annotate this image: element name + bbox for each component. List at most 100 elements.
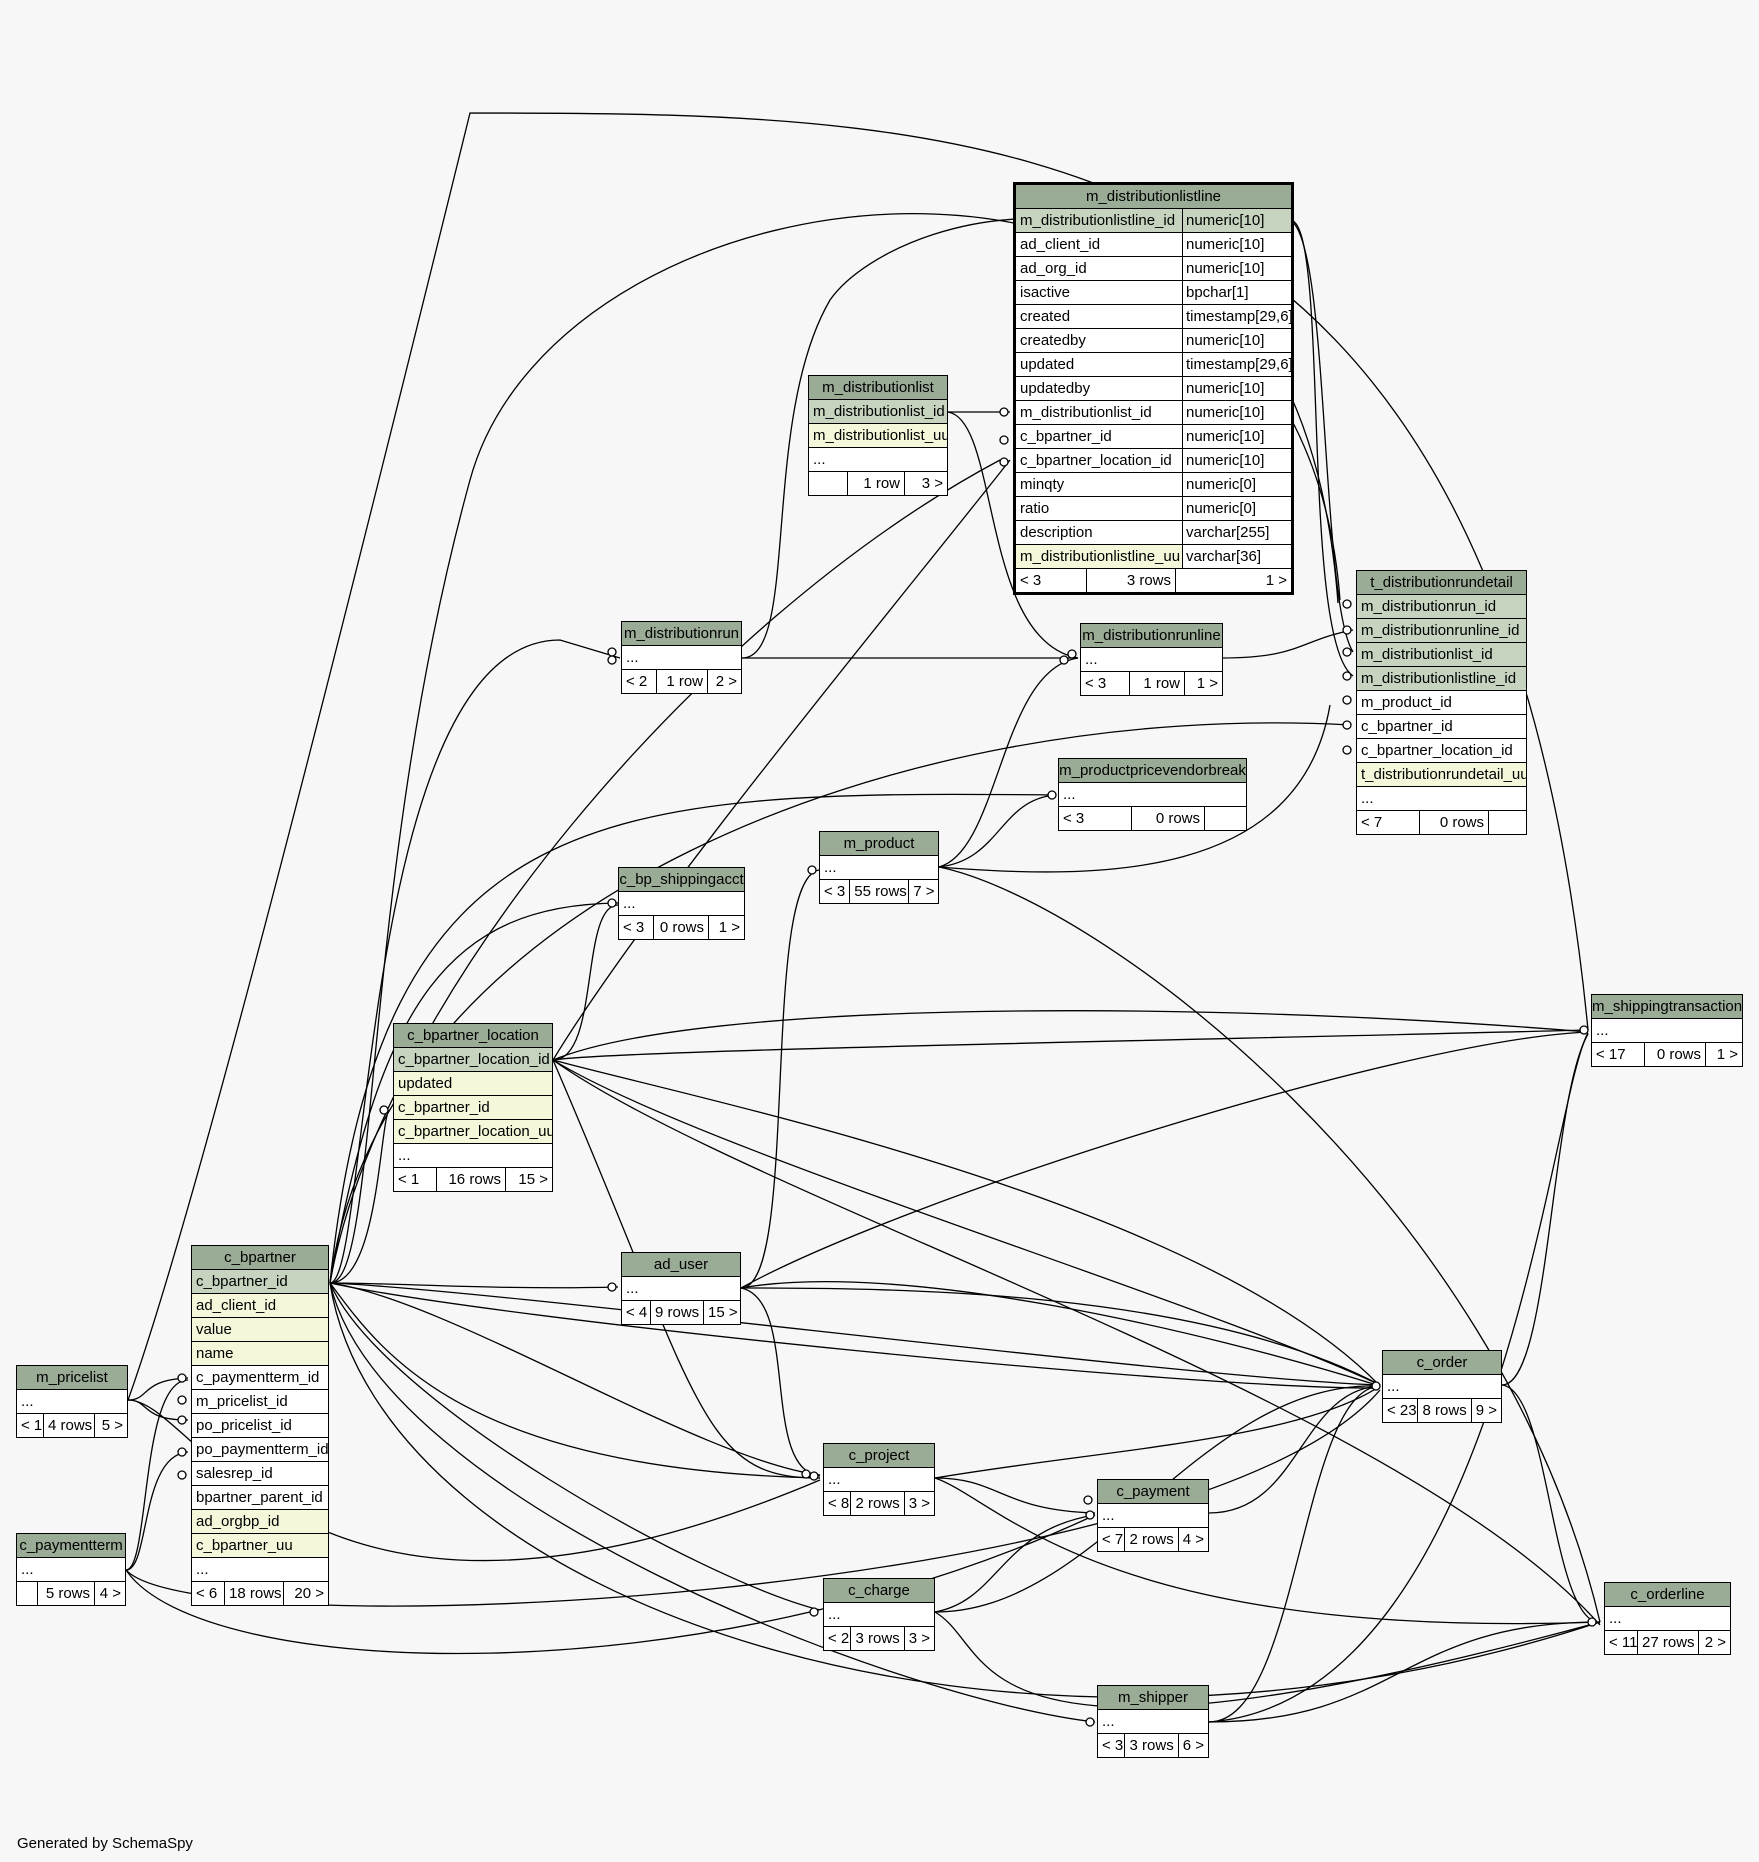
column-row[interactable]: ... [619, 892, 744, 916]
relationship-edge [938, 866, 1601, 1623]
relationship-edge [1221, 629, 1354, 659]
relationship-edge [552, 1010, 1589, 1061]
relationship-edge [740, 1031, 1589, 1289]
column-row[interactable]: salesrep_id [192, 1462, 328, 1486]
column-row[interactable]: ... [1605, 1607, 1730, 1631]
column-row[interactable]: ... [17, 1558, 125, 1582]
relationship-endpoint [607, 647, 617, 657]
column-row[interactable]: ... [17, 1390, 127, 1414]
column-row[interactable]: c_bpartner_location_id [394, 1048, 552, 1072]
column-row[interactable]: m_distributionrunline_id [1357, 619, 1526, 643]
column-row[interactable]: ... [1383, 1375, 1501, 1399]
column-row[interactable]: c_bpartner_id [1357, 715, 1526, 739]
column-row[interactable]: m_distributionlist_uu [809, 424, 947, 448]
table-t_distributionrundetail[interactable]: t_distributionrundetail m_distributionru… [1356, 570, 1527, 835]
column-row[interactable]: m_distributionlist_id [809, 400, 947, 424]
column-row[interactable]: bpartner_parent_id [192, 1486, 328, 1510]
column-row[interactable]: ... [1059, 783, 1246, 807]
column-row[interactable]: ... [1592, 1019, 1742, 1043]
table-header: m_productpricevendorbreak [1059, 759, 1246, 783]
column-row[interactable]: ad_orgbp_id [192, 1510, 328, 1534]
column-row[interactable]: value [192, 1318, 328, 1342]
table-c_bpartner_location[interactable]: c_bpartner_location c_bpartner_location_… [393, 1023, 553, 1192]
column-row[interactable]: po_pricelist_id [192, 1414, 328, 1438]
relationship-endpoint [1085, 1510, 1095, 1520]
column-row[interactable]: ... [809, 448, 947, 472]
column-row[interactable]: ... [820, 856, 938, 880]
column-row[interactable]: m_distributionlistline_id [1357, 667, 1526, 691]
column-row[interactable]: c_bpartner_uu [192, 1534, 328, 1558]
column-row[interactable]: c_bpartner_location_uu [394, 1120, 552, 1144]
column-row[interactable]: ... [1098, 1504, 1208, 1528]
column-row[interactable]: ... [394, 1144, 552, 1168]
column-row[interactable]: ... [824, 1468, 934, 1492]
column-row[interactable]: c_paymentterm_id [192, 1366, 328, 1390]
column-row[interactable]: t_distributionrundetail_uu [1357, 763, 1526, 787]
column-row[interactable]: m_distributionrun_id [1357, 595, 1526, 619]
column-row[interactable]: c_bpartner_location_id [1357, 739, 1526, 763]
column-row[interactable]: ... [192, 1558, 328, 1582]
column-row[interactable]: m_product_id [1357, 691, 1526, 715]
table-m_distributionlist[interactable]: m_distributionlist m_distributionlist_id… [808, 375, 948, 496]
column-row[interactable]: ... [1357, 787, 1526, 811]
column-row[interactable]: name [192, 1342, 328, 1366]
table-c_bpartner[interactable]: c_bpartner c_bpartner_id ad_client_id va… [191, 1245, 329, 1606]
column-row[interactable]: ... [622, 646, 741, 670]
column-row[interactable]: updated [394, 1072, 552, 1096]
column-row[interactable]: ... [824, 1603, 934, 1627]
column-row[interactable]: ... [1081, 648, 1222, 672]
column-row[interactable]: m_pricelist_id [192, 1390, 328, 1414]
relationship-endpoint [999, 407, 1009, 417]
column-row[interactable]: ... [622, 1277, 740, 1301]
column-row[interactable]: po_paymentterm_id [192, 1438, 328, 1462]
relationship-edge [329, 459, 1001, 1284]
column-row[interactable]: ad_client_id [192, 1294, 328, 1318]
relationship-endpoint [801, 1469, 811, 1479]
relationship-edge [740, 869, 820, 1289]
column-row[interactable]: c_bpartner_id [394, 1096, 552, 1120]
relationship-edge [1208, 1621, 1601, 1723]
column-row[interactable]: ... [1098, 1710, 1208, 1734]
column-row[interactable]: c_bpartner_id [192, 1270, 328, 1294]
column-row[interactable]: m_distributionlist_id [1357, 643, 1526, 667]
table-m_distributionlistline[interactable]: m_distributionlistline m_distributionlis… [1013, 182, 1294, 595]
